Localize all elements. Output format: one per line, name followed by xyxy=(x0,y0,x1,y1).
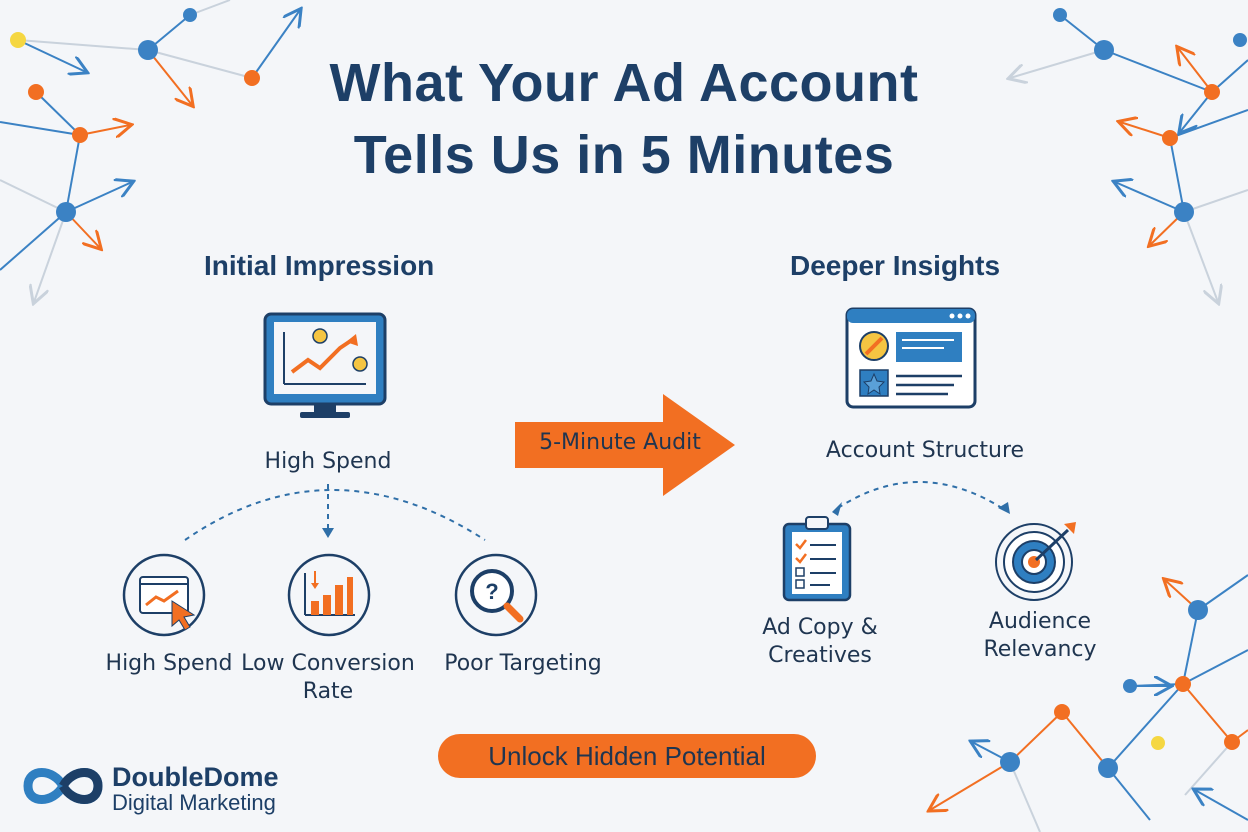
audit-arrow-label: 5-Minute Audit xyxy=(539,430,701,455)
left-center-label: High Spend xyxy=(264,449,392,474)
left-item-1-label: High Spend xyxy=(105,651,233,676)
clipboard-checklist-icon xyxy=(782,516,852,602)
brand-tagline: Digital Marketing xyxy=(112,790,276,815)
bar-chart-down-icon xyxy=(287,553,371,637)
deeper-insights-heading: Deeper Insights xyxy=(790,250,1001,281)
right-item-1-label: Ad Copy &Creatives xyxy=(762,615,878,668)
audit-arrow xyxy=(515,394,735,496)
monitor-chart-icon xyxy=(263,312,387,418)
page-title-line1: What Your Ad Account xyxy=(329,53,919,113)
page-title-line2: Tells Us in 5 Minutes xyxy=(353,125,895,185)
svg-text:?: ? xyxy=(485,579,498,604)
browser-chart-cursor-icon xyxy=(122,553,206,637)
brand-name: DoubleDome xyxy=(112,762,279,792)
magnifier-question-icon: ? xyxy=(454,553,538,637)
right-center-label: Account Structure xyxy=(825,438,1025,463)
target-arrow-icon xyxy=(995,522,1076,601)
left-item-3-label: Poor Targeting xyxy=(444,651,602,676)
unlock-potential-button[interactable]: Unlock Hidden Potential xyxy=(438,734,816,778)
initial-impression-heading: Initial Impression xyxy=(204,250,435,281)
doubledome-logo-icon xyxy=(23,768,103,804)
dashboard-window-icon xyxy=(845,307,977,409)
